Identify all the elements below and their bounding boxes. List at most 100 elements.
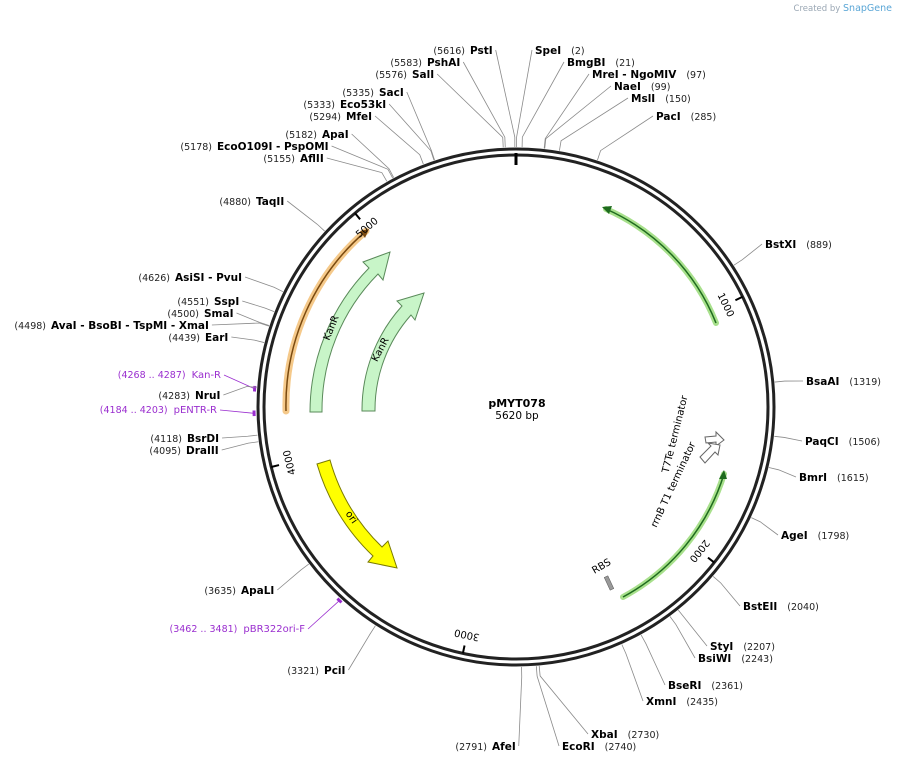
site-name-27: BmrI [799, 472, 827, 484]
site-position-9: (5333) [303, 100, 335, 111]
site-leader-37 [518, 666, 523, 747]
site-leader-36 [538, 665, 589, 735]
site-leader-17 [244, 276, 284, 293]
site-leader-10 [597, 115, 654, 161]
site-position-6: (99) [651, 82, 671, 93]
orf-line-top-right [605, 208, 717, 324]
site-leader-14 [326, 157, 388, 182]
site-leader-8 [559, 97, 629, 151]
site-name-7: SacI [379, 87, 404, 99]
site-position-5: (97) [686, 70, 706, 81]
site-leader-0 [495, 49, 516, 148]
site-name-21: EarI [205, 332, 228, 344]
site-leader-23 [223, 386, 257, 396]
site-position-0: (5616) [433, 46, 465, 57]
tick-label-5000: 5000 [354, 216, 381, 241]
site-leader-5 [543, 73, 590, 149]
site-position-21: (4439) [168, 333, 200, 344]
site-name-16: BstXI [765, 239, 796, 251]
site-position-27: (1615) [837, 473, 869, 484]
site-leader-21 [231, 336, 265, 343]
site-position-34: (2361) [711, 681, 743, 692]
site-position-26: (4095) [149, 446, 181, 457]
site-position-12: (5182) [285, 130, 317, 141]
site-position-33: (3321) [287, 666, 319, 677]
site-name-9: Eco53kI [340, 99, 386, 111]
site-leader-29 [277, 563, 310, 591]
site-position-23: (4283) [158, 391, 190, 402]
site-name-4: SalI [412, 69, 434, 81]
site-leader-6 [544, 85, 612, 149]
tick-mark-2000 [707, 556, 715, 564]
site-name-24: BsrDI [187, 433, 219, 445]
site-position-10: (285) [691, 112, 717, 123]
site-name-10: PacI [656, 111, 681, 123]
orf-arrowhead-top-right [602, 206, 612, 214]
site-position-3: (21) [615, 58, 635, 69]
site-position-35: (2435) [686, 697, 718, 708]
primer-name-1: pENTR-R [174, 405, 217, 416]
site-position-20: (4498) [14, 321, 46, 332]
site-leader-16 [733, 243, 763, 266]
site-name-14: AflII [300, 153, 324, 165]
site-position-13: (5178) [180, 142, 212, 153]
restriction-sites: PstI(5616)SpeI(2)PshAI(5583)BmgBI(21)Sal… [14, 45, 881, 753]
site-leader-11 [374, 115, 424, 165]
site-position-7: (5335) [342, 88, 374, 99]
backbone-outer-ring [256, 147, 776, 667]
site-leader-15 [286, 200, 325, 232]
site-name-37: AfeI [492, 741, 516, 753]
primer-leader-2 [307, 600, 340, 630]
site-position-17: (4626) [138, 273, 170, 284]
rbs-label: RBS [590, 557, 613, 577]
site-leader-35 [621, 644, 644, 702]
site-leader-12 [351, 133, 395, 178]
tick-mark-5000 [354, 212, 361, 220]
site-position-24: (4118) [150, 434, 182, 445]
site-position-18: (4551) [177, 297, 209, 308]
site-name-33: PciI [324, 665, 345, 677]
primer-name-2: pBR322ori-F [243, 624, 305, 635]
tick-mark-1000 [734, 295, 744, 302]
site-name-17: AsiSI - PvuI [175, 272, 242, 284]
orf-arrowhead-kanr [360, 229, 369, 238]
orf-highlight-kanr [282, 227, 370, 415]
site-position-8: (150) [665, 94, 691, 105]
feature-kanr-outer [309, 251, 391, 413]
site-leader-38 [535, 666, 560, 747]
site-name-26: DraIII [186, 445, 219, 457]
site-name-1: SpeI [535, 45, 561, 57]
feature-rrnb-terminator [699, 442, 721, 464]
site-name-15: TaqII [256, 196, 284, 208]
site-position-38: (2740) [605, 742, 637, 753]
site-position-31: (2207) [743, 642, 775, 653]
site-name-23: NruI [195, 390, 220, 402]
site-leader-30 [712, 576, 741, 607]
orf-line-bottom-right [622, 473, 725, 598]
tick-mark-3000 [461, 645, 466, 654]
site-position-15: (4880) [219, 197, 251, 208]
tick-mark-4000 [271, 464, 280, 468]
site-leader-32 [669, 616, 696, 659]
site-position-11: (5294) [309, 112, 341, 123]
site-position-32: (2243) [741, 654, 773, 665]
plasmid-name: pMYT078 [488, 397, 545, 410]
site-leader-25 [774, 435, 803, 442]
site-position-25: (1506) [849, 437, 881, 448]
plasmid-size: 5620 bp [495, 410, 539, 422]
primer-range-2: (3462 .. 3481) [170, 624, 238, 635]
site-name-22: BsaAI [806, 376, 839, 388]
tick-label-4000: 4000 [282, 449, 299, 476]
feature-ori [316, 459, 398, 569]
site-leader-27 [768, 467, 797, 478]
site-name-19: SmaI [204, 308, 234, 320]
site-name-3: BmgBI [567, 57, 605, 69]
site-position-28: (1798) [818, 531, 850, 542]
feature-rbs [603, 575, 615, 591]
site-position-19: (4500) [167, 309, 199, 320]
feature-kanr-inner [361, 292, 425, 412]
site-name-30: BstEII [743, 601, 777, 613]
site-leader-1 [516, 49, 533, 148]
site-name-32: BsiWI [698, 653, 731, 665]
